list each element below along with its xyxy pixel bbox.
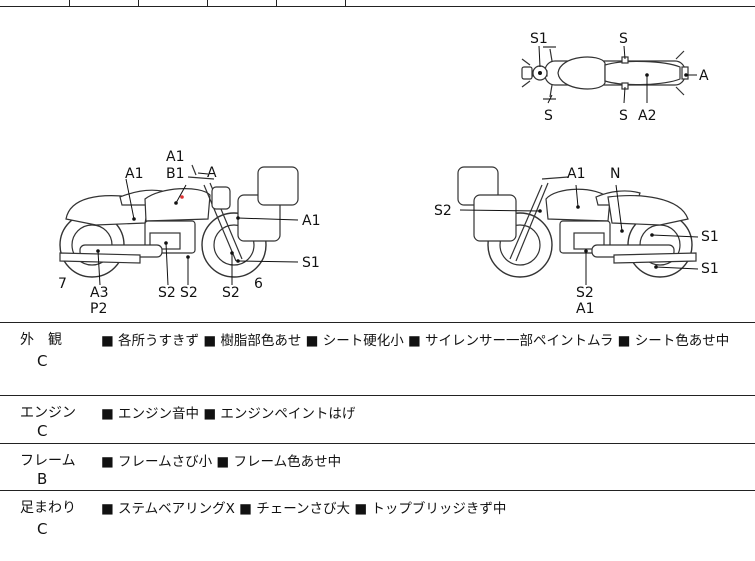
- label-s2-right: S2: [222, 285, 240, 301]
- label-s1-lower: S1: [701, 261, 719, 277]
- section-category: エンジン: [20, 405, 76, 421]
- label-a1-bottom: A1: [576, 301, 594, 317]
- label-s-front-top: S: [619, 31, 628, 47]
- label-a1-stacked: A1: [166, 149, 184, 165]
- label-7: 7: [58, 276, 67, 292]
- section-notes: ■ ステムベアリングX ■ チェーンさび大 ■ トップブリッジきず中: [101, 501, 507, 517]
- label-a1-left-top: A1: [125, 166, 143, 182]
- label-a1-right: A1: [567, 166, 585, 182]
- section-frame: フレーム B ■ フレームさび小 ■ フレーム色あせ中: [0, 444, 755, 491]
- label-s1-left: S1: [302, 255, 320, 271]
- label-s2-mid: S2: [180, 285, 198, 301]
- label-a-mirror: A: [207, 165, 217, 181]
- section-notes: ■ エンジン音中 ■ エンジンペイントはげ: [101, 406, 356, 422]
- section-engine: エンジン C ■ エンジン音中 ■ エンジンペイントはげ: [0, 396, 755, 444]
- label-a-tail: A: [699, 68, 709, 84]
- label-n: N: [610, 166, 620, 182]
- section-category: 足まわり: [20, 500, 76, 516]
- right-side-motorcycle: [457, 166, 699, 285]
- section-grade: C: [37, 422, 48, 440]
- damage-diagram: S1 S S S A2 A: [0, 7, 755, 323]
- label-a2: A2: [638, 108, 656, 124]
- label-s1-upper: S1: [701, 229, 719, 245]
- section-grade: C: [37, 352, 48, 370]
- label-p2: P2: [90, 301, 107, 317]
- section-category: フレーム: [20, 453, 76, 469]
- label-s-tank-bottom: S: [619, 108, 628, 124]
- label-b1: B1: [166, 166, 185, 182]
- section-notes: ■ フレームさび小 ■ フレーム色あせ中: [101, 454, 342, 470]
- label-6: 6: [254, 276, 263, 292]
- label-s2-left: S2: [158, 285, 176, 301]
- section-suspension: 足まわり C ■ ステムベアリングX ■ チェーンさび大 ■ トップブリッジきず…: [0, 491, 755, 561]
- section-exterior: 外 観 C ■ 各所うすきず ■ 樹脂部色あせ ■ シート硬化小 ■ サイレンサ…: [0, 323, 755, 396]
- section-grade: C: [37, 520, 48, 538]
- top-table-edge: [0, 0, 755, 7]
- section-notes: ■ 各所うすきず ■ 樹脂部色あせ ■ シート硬化小 ■ サイレンサー一部ペイン…: [101, 333, 730, 349]
- label-s1-top: S1: [530, 31, 548, 47]
- left-side-motorcycle: [59, 164, 299, 286]
- label-s2-box: S2: [434, 203, 452, 219]
- label-a3: A3: [90, 285, 108, 301]
- label-s-front-bottom: S: [544, 108, 553, 124]
- label-s2-right-view: S2: [576, 285, 594, 301]
- label-a1-bag: A1: [302, 213, 320, 229]
- section-grade: B: [37, 470, 48, 488]
- motorcycle-diagram-svg: S1 S S S A2 A: [58, 31, 719, 317]
- top-view-motorcycle: [521, 45, 697, 104]
- section-category: 外 観: [20, 332, 62, 348]
